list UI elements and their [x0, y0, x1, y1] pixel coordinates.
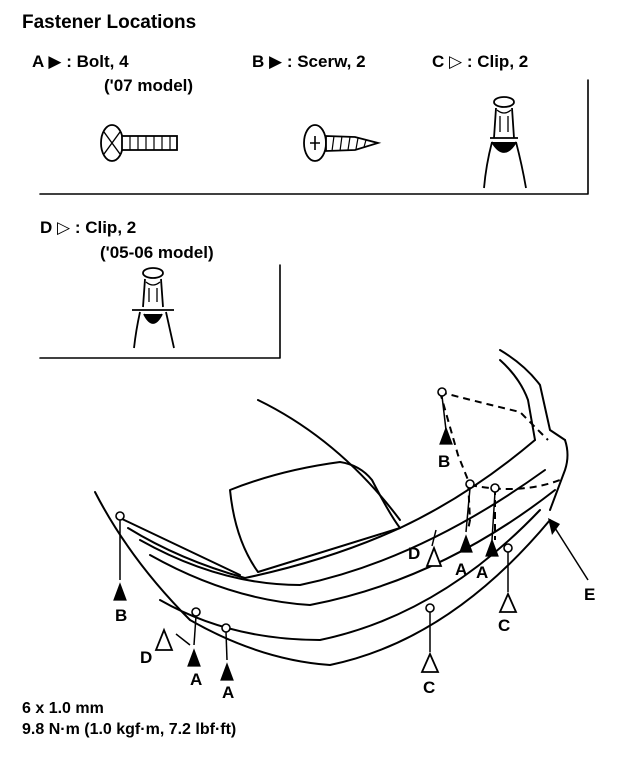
fastener-letter: D: [40, 218, 53, 237]
clip-icon: [132, 267, 175, 349]
torque-value: 9.8 N·m (1.0 kgf·m, 7.2 lbf·ft): [22, 721, 237, 738]
callout-b: B: [115, 606, 128, 625]
callout-a: A: [455, 560, 468, 579]
fastener-points: [115, 387, 513, 633]
fastener-letter: A: [32, 52, 44, 71]
filled-triangle-icon: ▶: [269, 52, 283, 71]
callout-c: C: [498, 616, 511, 635]
fastener-c-label: C ▷ : Clip, 2: [432, 52, 528, 72]
fastener-a-label: A ▶ : Bolt, 4: [32, 52, 129, 72]
arrow-icon: [548, 518, 560, 535]
fastener-b-label: B ▶ : Scerw, 2: [252, 52, 366, 72]
fastener-desc: : Clip, 2: [466, 52, 529, 71]
legend-frame-top: [39, 79, 589, 195]
fastener-d-label: D ▷ : Clip, 2: [40, 218, 136, 238]
callout-c: C: [423, 678, 436, 697]
leader-lines: [119, 395, 589, 661]
page-title: Fastener Locations: [22, 12, 197, 33]
fastener-d-note: ('05-06 model): [100, 243, 214, 262]
torque-size: 6 x 1.0 mm: [22, 700, 104, 717]
open-triangle-icon: [154, 545, 518, 673]
fastener-a-note: ('07 model): [104, 76, 194, 95]
callout-d: D: [408, 544, 421, 563]
hidden-outline: [439, 391, 561, 540]
filled-triangle-icon: [113, 426, 499, 681]
legend-frame-bottom: [39, 264, 281, 359]
filled-triangle-icon: ▶: [48, 52, 62, 71]
open-triangle-icon: ▷: [57, 218, 71, 237]
callout-a: A: [476, 563, 489, 582]
fastener-desc: : Bolt, 4: [66, 52, 129, 71]
clip-icon: [483, 96, 527, 189]
screw-icon: [303, 124, 382, 162]
bumper-outline: [94, 349, 569, 666]
callout-e: E: [584, 585, 596, 604]
callout-d: D: [140, 648, 153, 667]
fastener-letter: C: [432, 52, 445, 71]
fastener-desc: : Clip, 2: [74, 218, 137, 237]
callout-a: A: [190, 670, 203, 689]
fastener-desc: : Scerw, 2: [286, 52, 366, 71]
fastener-letter: B: [252, 52, 265, 71]
open-triangle-icon: ▷: [449, 52, 463, 71]
callout-b: B: [438, 452, 451, 471]
callout-a: A: [222, 683, 235, 702]
bolt-icon: [100, 124, 178, 162]
